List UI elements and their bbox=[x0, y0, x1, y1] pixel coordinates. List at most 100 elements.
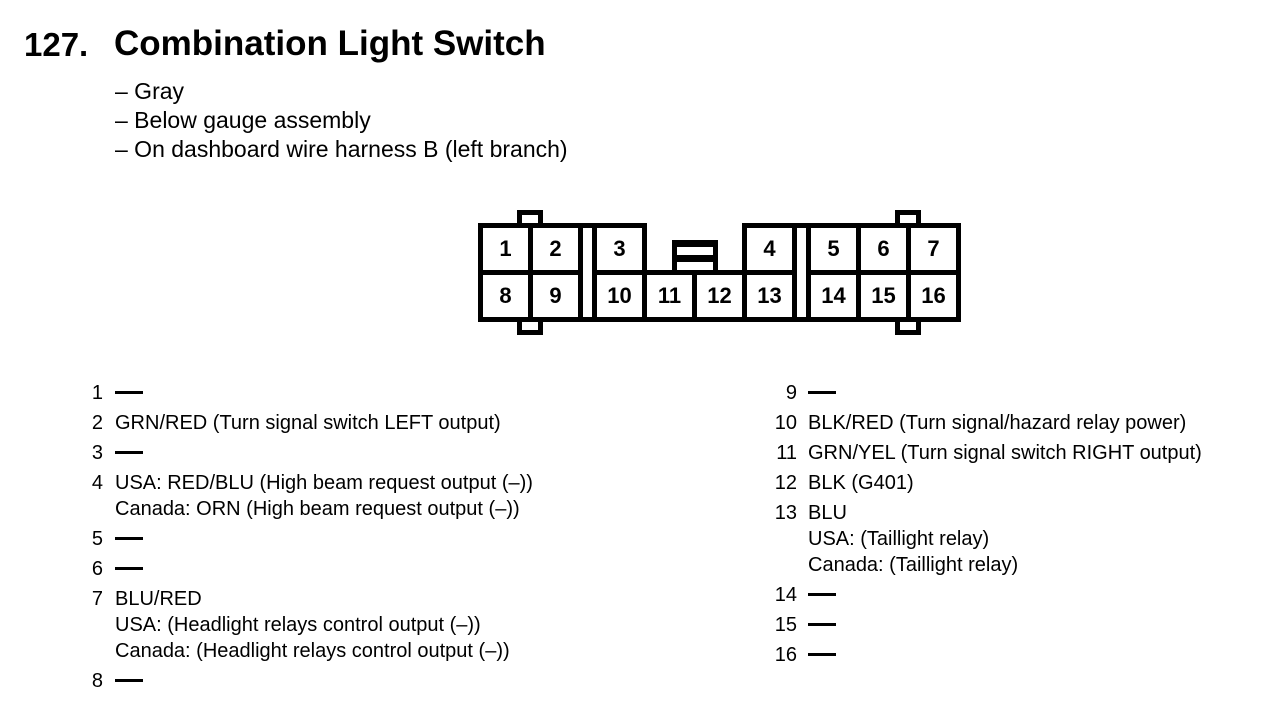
pin-number: 11 bbox=[776, 442, 797, 464]
pin-description bbox=[115, 556, 143, 582]
pin-number: 5 bbox=[91, 528, 103, 550]
latch-slot bbox=[677, 262, 713, 270]
pin-description-line bbox=[115, 526, 143, 552]
pin-description-line bbox=[808, 380, 836, 406]
connector-pin-cell: 2 bbox=[528, 223, 583, 275]
pin-number: 16 bbox=[774, 644, 797, 666]
connector-divider-gap bbox=[583, 228, 592, 317]
pin-description-line bbox=[808, 642, 836, 668]
pin-description bbox=[115, 380, 143, 406]
pin-number: 1 bbox=[91, 382, 103, 404]
connector-pin-cell: 9 bbox=[528, 270, 583, 322]
pin-number: 7 bbox=[91, 588, 103, 610]
pin-number: 4 bbox=[91, 472, 103, 494]
pin-description-line: BLK (G401) bbox=[808, 472, 914, 494]
section-number: 127. bbox=[24, 26, 89, 63]
pin-item: 9 bbox=[768, 380, 1202, 406]
pin-number: 6 bbox=[91, 558, 103, 580]
connector-pin-cell: 8 bbox=[478, 270, 533, 322]
connector-pin-cell: 15 bbox=[856, 270, 911, 322]
pin-number: 12 bbox=[774, 472, 797, 494]
latch-slot bbox=[677, 247, 713, 255]
pin-description bbox=[115, 668, 143, 694]
pin-description-line: BLU bbox=[808, 502, 847, 524]
pin-item: 13 BLU USA: (Taillight relay) Canada: (Tail… bbox=[768, 500, 1202, 578]
pin-number: 13 bbox=[774, 502, 797, 524]
connector-pin-cell: 14 bbox=[806, 270, 861, 322]
no-connection-dash bbox=[115, 567, 143, 570]
connector-divider bbox=[578, 223, 597, 322]
pin-description-line: USA: (Headlight relays control output (–… bbox=[115, 614, 481, 636]
pin-item: 4 USA: RED/BLU (High beam request output … bbox=[88, 470, 533, 522]
connector-divider bbox=[792, 223, 811, 322]
pin-description-line: Canada: (Headlight relays control output… bbox=[115, 640, 510, 662]
pin-item: 12 BLK (G401) bbox=[768, 470, 1202, 496]
no-connection-dash bbox=[808, 391, 836, 394]
property-item: – Below gauge assembly bbox=[115, 107, 371, 133]
pin-item: 7 BLU/RED USA: (Headlight relays control o… bbox=[88, 586, 533, 664]
property-item: – Gray bbox=[115, 78, 185, 104]
no-connection-dash bbox=[115, 451, 143, 454]
pin-number: 8 bbox=[91, 670, 103, 692]
pin-description: BLU/RED USA: (Headlight relays control ou… bbox=[115, 586, 510, 664]
connector-pin-cell: 6 bbox=[856, 223, 911, 275]
pin-description-line: Canada: (Taillight relay) bbox=[808, 554, 1019, 576]
pin-description: USA: RED/BLU (High beam request output (… bbox=[115, 470, 533, 522]
pin-item: 2 GRN/RED (Turn signal switch LEFT output… bbox=[88, 410, 533, 436]
pin-item: 10 BLK/RED (Turn signal/hazard relay powe… bbox=[768, 410, 1202, 436]
pin-description bbox=[115, 440, 143, 466]
pin-number: 14 bbox=[774, 584, 797, 606]
pin-description: BLU USA: (Taillight relay) Canada: (Tailli… bbox=[808, 500, 1018, 578]
connector-pin-cell: 12 bbox=[692, 270, 747, 322]
pin-list-right: 9 10 BLK/RED (Turn signal/hazard relay pow… bbox=[768, 380, 1202, 672]
connector-pin-cell: 5 bbox=[806, 223, 861, 275]
pin-description-line: GRN/RED (Turn signal switch LEFT output) bbox=[115, 412, 501, 434]
pin-description-line bbox=[115, 380, 143, 406]
property-item: – On dashboard wire harness B (left bran… bbox=[115, 136, 568, 162]
pin-item: 3 bbox=[88, 440, 533, 466]
connector-pin-cell: 11 bbox=[642, 270, 697, 322]
connector-pin-cell: 10 bbox=[592, 270, 647, 322]
pin-description: GRN/YEL (Turn signal switch RIGHT output… bbox=[808, 440, 1202, 466]
pin-description-line: GRN/YEL (Turn signal switch RIGHT output… bbox=[808, 442, 1202, 464]
connector-latch-key bbox=[672, 240, 718, 275]
pin-item: 8 bbox=[88, 668, 533, 694]
pin-description-line: USA: (Taillight relay) bbox=[808, 528, 990, 550]
pin-description bbox=[808, 380, 836, 406]
pin-item: 11 GRN/YEL (Turn signal switch RIGHT outp… bbox=[768, 440, 1202, 466]
pin-description-line: BLK/RED (Turn signal/hazard relay power) bbox=[808, 412, 1187, 434]
pin-description-line bbox=[115, 556, 143, 582]
no-connection-dash bbox=[808, 593, 836, 596]
pin-list-left: 1 2 GRN/RED (Turn signal switch LEFT outpu… bbox=[88, 380, 533, 698]
pin-description-line bbox=[808, 582, 836, 608]
pin-number: 2 bbox=[91, 412, 103, 434]
connector-pin-cell: 1 bbox=[478, 223, 533, 275]
pin-number: 10 bbox=[774, 412, 797, 434]
pin-description-line: BLU/RED bbox=[115, 588, 202, 610]
pin-description: BLK (G401) bbox=[808, 470, 914, 496]
pin-description bbox=[808, 612, 836, 638]
pin-item: 15 bbox=[768, 612, 1202, 638]
pin-item: 5 bbox=[88, 526, 533, 552]
connector-pin-cell: 3 bbox=[592, 223, 647, 275]
no-connection-dash bbox=[115, 537, 143, 540]
no-connection-dash bbox=[808, 623, 836, 626]
no-connection-dash bbox=[808, 653, 836, 656]
pin-number: 15 bbox=[774, 614, 797, 636]
pin-description-line bbox=[115, 668, 143, 694]
pin-description bbox=[808, 642, 836, 668]
pin-item: 6 bbox=[88, 556, 533, 582]
connector-pin-cell: 7 bbox=[906, 223, 961, 275]
pin-description bbox=[115, 526, 143, 552]
pin-item: 1 bbox=[88, 380, 533, 406]
property-list: – Gray – Below gauge assembly – On dashboa… bbox=[115, 77, 568, 164]
pin-description-line: USA: RED/BLU (High beam request output (… bbox=[115, 472, 533, 494]
no-connection-dash bbox=[115, 679, 143, 682]
pin-description: GRN/RED (Turn signal switch LEFT output) bbox=[115, 410, 501, 436]
pin-number: 3 bbox=[91, 442, 103, 464]
no-connection-dash bbox=[115, 391, 143, 394]
pin-description-line bbox=[115, 440, 143, 466]
connector-pin-cell: 16 bbox=[906, 270, 961, 322]
connector-pin-cell: 13 bbox=[742, 270, 797, 322]
